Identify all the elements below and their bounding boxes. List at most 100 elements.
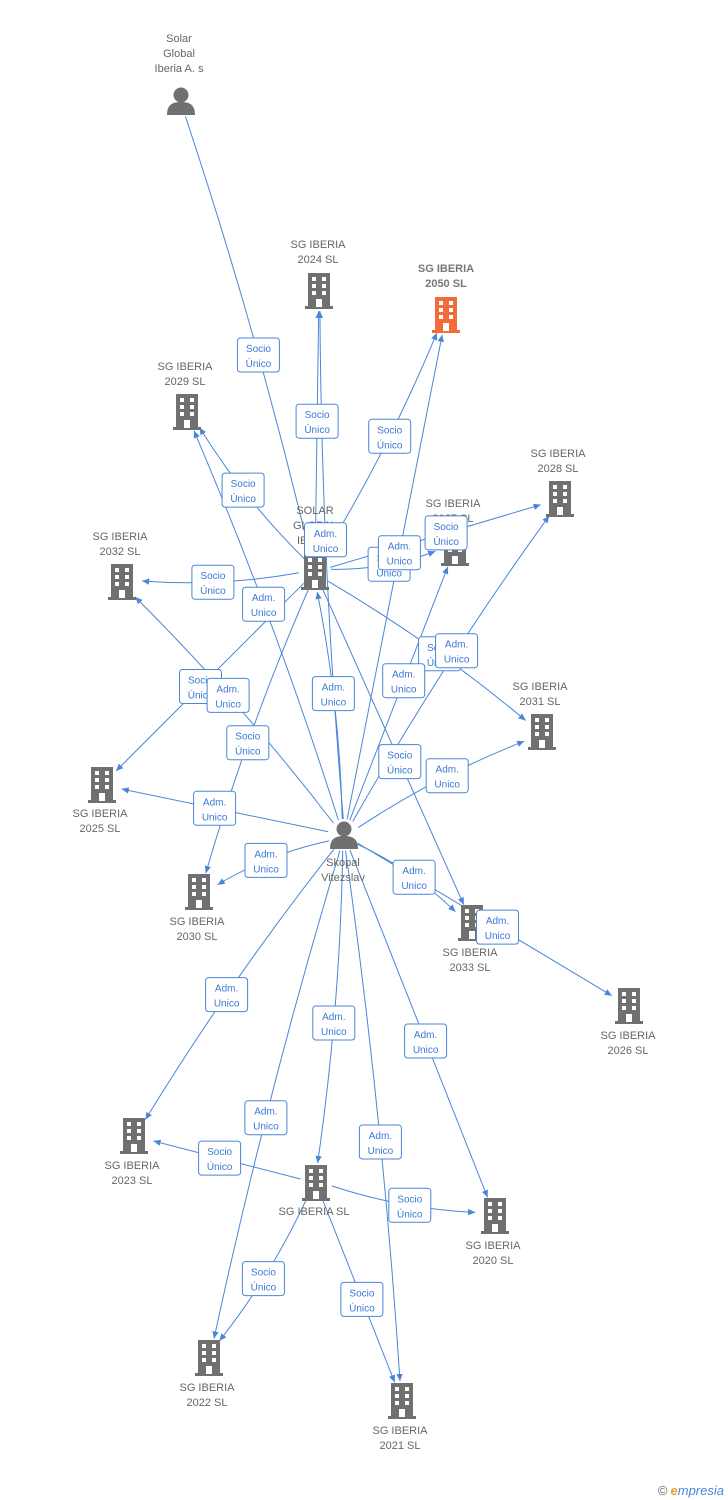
edge-label-text: Único — [251, 1281, 277, 1294]
node-label: 2024 SL — [298, 254, 339, 266]
edge-label-text: Unico — [413, 1045, 439, 1056]
edge-label-skopal-sg2023[interactable]: Adm.Unico — [205, 977, 249, 1013]
edge-label-text: Unico — [313, 544, 339, 555]
edge-label-text: Socio — [377, 425, 402, 436]
edge-label-text: Adm. — [215, 984, 238, 995]
edge-label-skopal-sg2031[interactable]: Adm. Unico — [425, 758, 469, 794]
copyright-icon: © — [657, 1483, 668, 1498]
node-label: 2029 SL — [165, 376, 206, 388]
edge-label-text: Unico — [387, 557, 413, 568]
edge-label-skopal-sg2032[interactable]: Adm.Unico — [206, 677, 250, 713]
edge-label-skopal-sg2033[interactable]: Adm. Unico — [392, 859, 436, 895]
edge-label-skopal-sg2026[interactable]: Adm.Unico — [476, 909, 519, 945]
edge-label-text: Adm. — [322, 683, 345, 694]
edge-label-skopal-sg2022[interactable]: Adm.Unico — [244, 1100, 288, 1136]
edge-label-text: Unico — [401, 881, 427, 892]
edge-label-skopal-sg2024[interactable]: Adm.Unico — [304, 522, 347, 558]
edge-label-text: Socio — [349, 1288, 374, 1299]
node-label: 2031 SL — [520, 696, 561, 708]
edge-label-skopal-sg2050[interactable]: Adm.Unico — [377, 535, 421, 571]
edge-label-text: Unico — [434, 780, 460, 791]
node-label: 2022 SL — [187, 1397, 228, 1409]
node-label: SG IBERIA — [372, 1425, 428, 1437]
node-label: SG IBERIA — [72, 808, 128, 820]
edge-label-text: Socio — [387, 751, 412, 762]
building-icon — [615, 988, 643, 1024]
building-icon — [185, 874, 213, 910]
edge-label-skopal-sg2030[interactable]: Adm.Unico — [244, 842, 288, 878]
brand-logo: empresia — [670, 1483, 724, 1498]
edge-label-text: Socio — [251, 1268, 276, 1279]
edge-label-text: Adm. — [402, 866, 425, 877]
building-icon — [305, 273, 333, 309]
node-label: Skopal — [326, 857, 360, 869]
edge-label-text: Unico — [215, 699, 241, 710]
edge-label-text: Único — [230, 492, 256, 505]
node-label: SG IBERIA — [104, 1160, 160, 1172]
building-icon — [173, 394, 201, 430]
node-sg2025[interactable]: SG IBERIA 2025 SL — [72, 767, 128, 835]
edge-label-text: Adm. — [369, 1131, 392, 1142]
node-label: 2021 SL — [380, 1440, 421, 1452]
edge-label-text: Adm. — [203, 797, 226, 808]
edge-label-text: Unico — [251, 608, 277, 619]
edge-label-skopal-sg2027[interactable]: Adm.Unico — [382, 663, 426, 699]
edge-solar_person-solar_company — [184, 116, 311, 553]
node-label: SG IBERIA — [290, 239, 346, 251]
edge-label-text: Único — [397, 1207, 423, 1220]
edge-label-skopal-sg2020[interactable]: Adm.Unico — [404, 1023, 448, 1059]
node-sgiberia[interactable]: SG IBERIA SL — [279, 1165, 350, 1218]
edge-skopal-sg2029 — [193, 430, 339, 821]
node-label: 2025 SL — [80, 823, 121, 835]
edge-label-skopal-sg2029[interactable]: Adm.Unico — [242, 586, 286, 622]
edge-label-skopal-sg2028[interactable]: Adm.Unico — [435, 633, 479, 669]
building-icon — [528, 714, 556, 750]
edge-label-text: Adm. — [436, 765, 459, 776]
node-sg2029[interactable]: SG IBERIA 2029 SL — [157, 361, 213, 430]
edge-skopal-sg2022 — [212, 850, 341, 1339]
building-icon — [546, 481, 574, 517]
edge-label-skopal-sgiberia[interactable]: Adm.Unico — [312, 1005, 356, 1041]
node-sg2024[interactable]: SG IBERIA 2024 SL — [290, 239, 346, 309]
edge-label-skopal-sg2025[interactable]: Adm.Unico — [193, 790, 237, 826]
person-icon — [167, 87, 195, 115]
edge-label-skopal-solar_company[interactable]: Adm.Unico — [311, 676, 355, 712]
edge-label-text: Único — [304, 423, 330, 436]
building-icon — [301, 554, 329, 590]
node-label: SG IBERIA — [157, 361, 213, 373]
footer-brand[interactable]: ©empresia — [658, 1483, 724, 1498]
edge-label-skopal-sg2021[interactable]: Adm.Unico — [358, 1124, 402, 1160]
node-sg2021[interactable]: SG IBERIA 2021 SL — [372, 1383, 428, 1452]
node-label: SG IBERIA SL — [279, 1206, 350, 1218]
node-label: Vitezslav — [321, 872, 365, 884]
edge-label-text: Unico — [253, 864, 279, 875]
node-label: 2020 SL — [473, 1255, 514, 1267]
edge-label-text: Socio — [207, 1147, 232, 1158]
edge-label-text: Adm. — [486, 916, 509, 927]
